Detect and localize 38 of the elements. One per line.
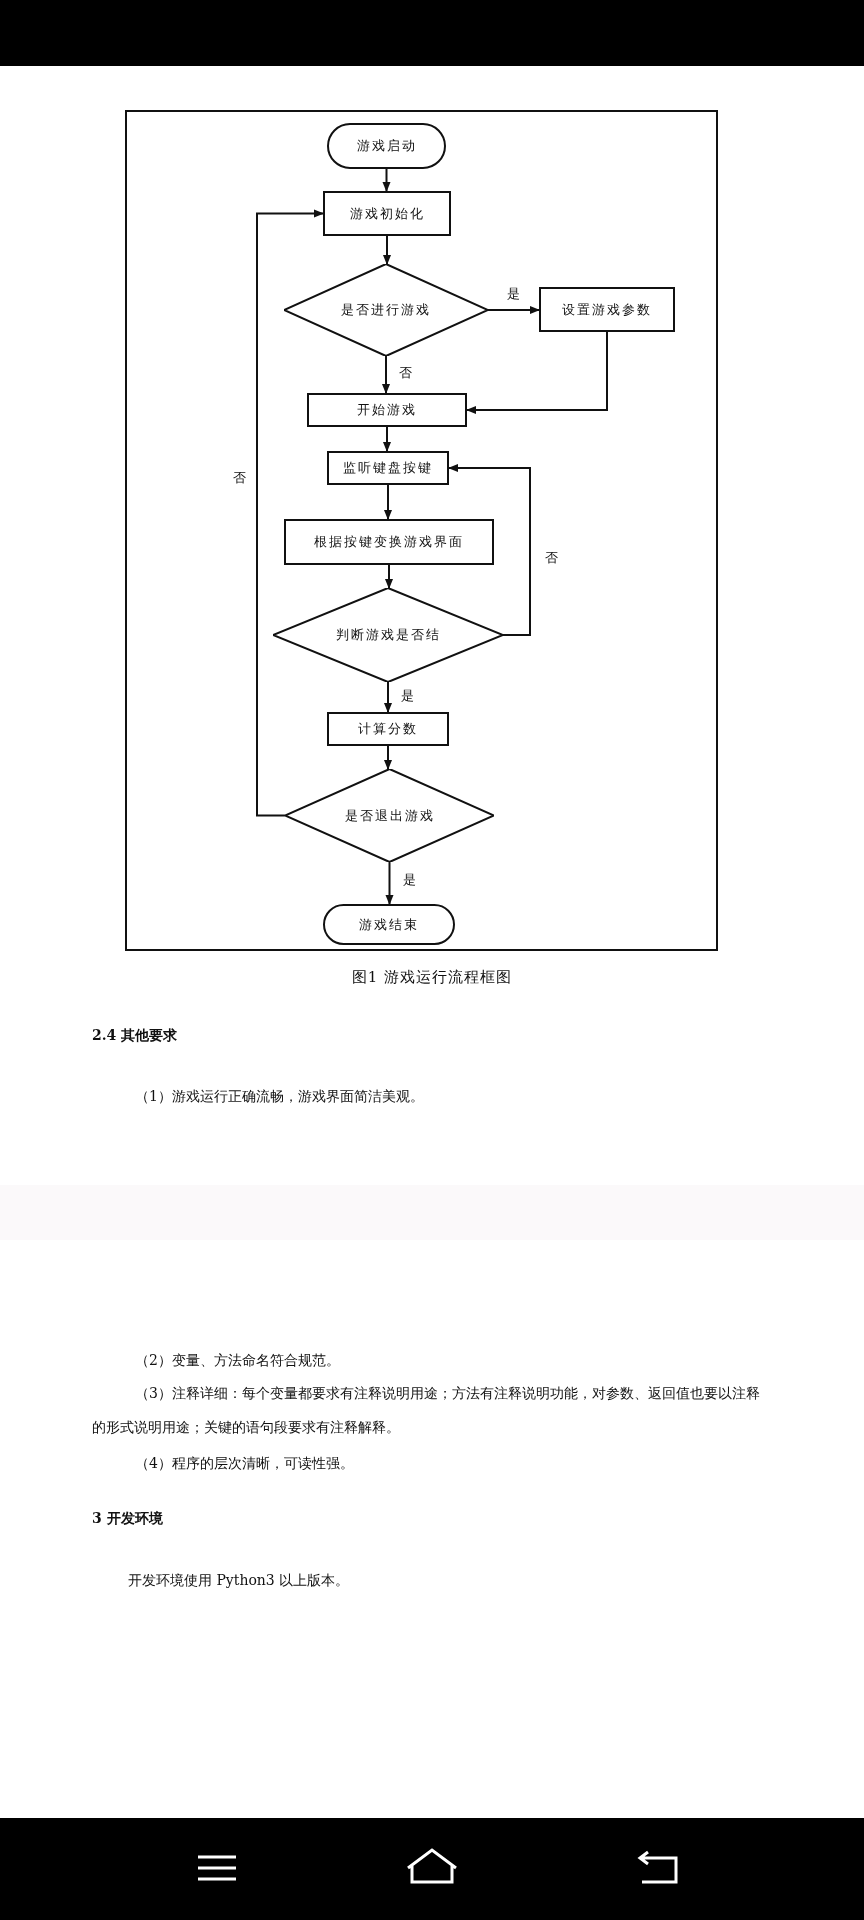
arrow xyxy=(385,861,394,905)
paragraph: （4）程序的层次清晰，可读性强。 xyxy=(134,1454,355,1472)
edge-label: 否 xyxy=(398,365,413,380)
edge-label: 否 xyxy=(544,550,559,565)
arrow xyxy=(382,168,391,192)
process-box: 计算分数 xyxy=(327,712,449,746)
paragraph: 开发环境使用 Python3 以上版本。 xyxy=(127,1571,351,1589)
paragraph: （2）变量、方法命名符合规范。 xyxy=(134,1351,341,1369)
arrow xyxy=(448,464,531,636)
decision-diamond: 判断游戏是否结 xyxy=(273,588,503,682)
terminal-box: 游戏结束 xyxy=(323,904,455,945)
arrow xyxy=(466,331,608,414)
arrow xyxy=(384,745,392,770)
edge-label: 否 xyxy=(232,470,247,485)
edge-label: 是 xyxy=(400,688,415,703)
process-box: 根据按键变换游戏界面 xyxy=(284,519,494,565)
decision-diamond: 是否退出游戏 xyxy=(285,769,494,862)
edge-label: 是 xyxy=(506,286,521,301)
arrow xyxy=(383,235,391,265)
process-box: 设置游戏参数 xyxy=(539,287,675,332)
arrow xyxy=(384,484,392,520)
paragraph: （1）游戏运行正确流畅，游戏界面简洁美观。 xyxy=(134,1087,425,1105)
arrow xyxy=(383,426,391,452)
paragraph: （3）注释详细：每个变量都要求有注释说明用途；方法有注释说明功能，对参数、返回值也要以注释的形式说明用途；关键的语句段要求有注释解释。 xyxy=(92,1384,761,1437)
process-box: 开始游戏 xyxy=(307,393,467,427)
arrow xyxy=(382,355,390,394)
process-box: 监听键盘按键 xyxy=(327,451,449,485)
edge-label: 是 xyxy=(402,872,417,887)
terminal-box: 游戏启动 xyxy=(327,123,446,169)
arrow xyxy=(385,564,393,589)
section-heading: 3 开发环境 xyxy=(92,1509,164,1527)
figure-caption: 图1 游戏运行流程框图 xyxy=(350,968,514,987)
arrow xyxy=(487,306,540,314)
arrow xyxy=(256,209,324,817)
arrow xyxy=(384,681,392,713)
section-heading: 2.4 其他要求 xyxy=(92,1026,179,1044)
process-box: 游戏初始化 xyxy=(323,191,451,236)
decision-diamond: 是否进行游戏 xyxy=(284,264,488,356)
